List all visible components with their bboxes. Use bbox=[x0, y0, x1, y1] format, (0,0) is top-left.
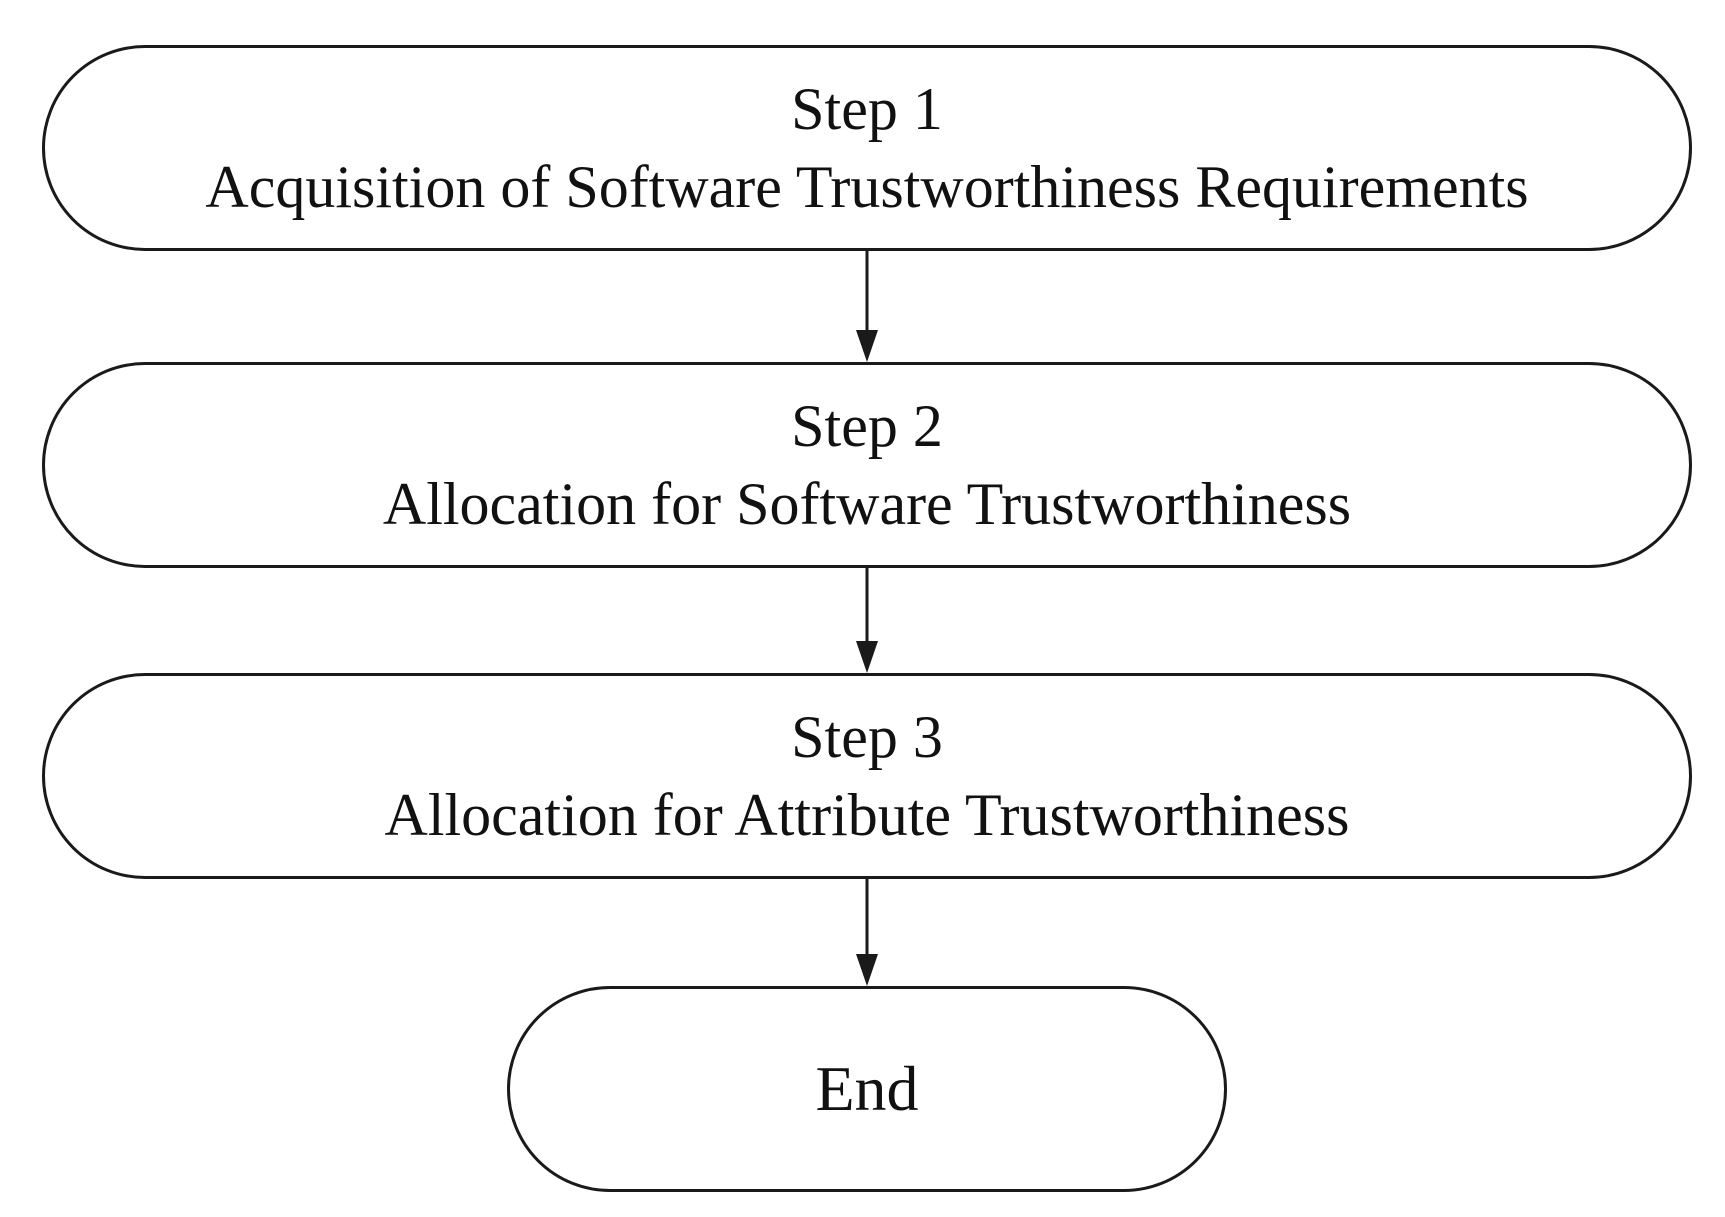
arrow-step3-to-end bbox=[856, 879, 878, 986]
arrow-step2-to-step3 bbox=[856, 568, 878, 673]
step-2-heading: Step 2 bbox=[791, 393, 943, 459]
step-3-node: Step 3 Allocation for Attribute Trustwor… bbox=[42, 673, 1692, 879]
arrow-step1-to-step2 bbox=[856, 251, 878, 362]
end-label: End bbox=[815, 1053, 919, 1125]
step-1-description: Acquisition of Software Trustworthiness … bbox=[205, 154, 1529, 220]
step-3-description: Allocation for Attribute Trustworthiness bbox=[384, 782, 1350, 848]
step-3-heading: Step 3 bbox=[791, 704, 943, 770]
step-2-node: Step 2 Allocation for Software Trustwort… bbox=[42, 362, 1692, 568]
step-2-description: Allocation for Software Trustworthiness bbox=[382, 471, 1352, 537]
end-node: End bbox=[507, 986, 1227, 1192]
step-1-heading: Step 1 bbox=[791, 76, 943, 142]
step-1-node: Step 1 Acquisition of Software Trustwort… bbox=[42, 45, 1692, 251]
